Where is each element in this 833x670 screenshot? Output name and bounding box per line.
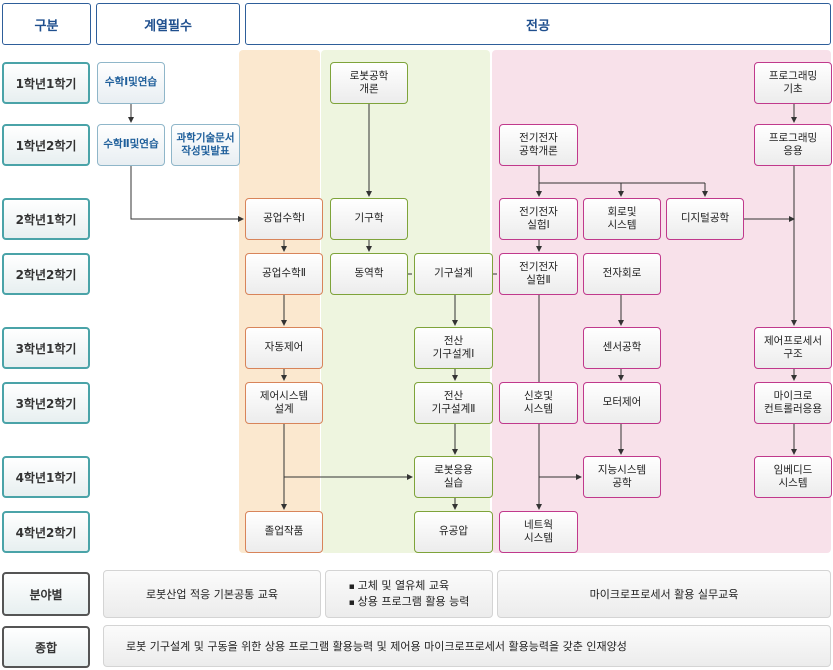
course-ee-lab1: 전기전자 실험Ⅰ bbox=[499, 198, 578, 240]
course-robot-lab: 로봇응용 실습 bbox=[414, 456, 493, 498]
field-left: 로봇산업 적응 기본공통 교육 bbox=[103, 570, 321, 618]
course-sensors: 센서공학 bbox=[583, 327, 661, 369]
course-robot-intro: 로봇공학 개론 bbox=[330, 62, 408, 104]
row-y1s2: 1학년2학기 bbox=[2, 124, 90, 166]
course-sci-writing: 과학기술문서 작성및발표 bbox=[171, 124, 240, 166]
course-capstone: 졸업작품 bbox=[245, 511, 323, 553]
header-major: 전공 bbox=[245, 3, 831, 45]
course-intelligent: 지능시스템 공학 bbox=[583, 456, 661, 498]
row-y2s1: 2학년1학기 bbox=[2, 198, 90, 240]
course-mechanism: 기구학 bbox=[330, 198, 408, 240]
header-category: 구분 bbox=[2, 3, 91, 45]
course-network: 네트웍 시스템 bbox=[499, 511, 578, 553]
course-hydraulics: 유공압 bbox=[414, 511, 493, 553]
course-electronic-circuits: 전자회로 bbox=[583, 253, 661, 295]
field-middle: 고체 및 열유체 교육 상용 프로그램 활용 능력 bbox=[325, 570, 493, 618]
course-ee-intro: 전기전자 공학개론 bbox=[499, 124, 578, 166]
course-signals: 신호및 시스템 bbox=[499, 382, 578, 424]
course-cad1: 전산 기구설계Ⅰ bbox=[414, 327, 493, 369]
course-prog-basic: 프로그래밍 기초 bbox=[754, 62, 832, 104]
overall-label: 종합 bbox=[2, 626, 90, 668]
course-eng-math2: 공업수학Ⅱ bbox=[245, 253, 323, 295]
course-motor-control: 모터제어 bbox=[583, 382, 661, 424]
course-digital: 디지털공학 bbox=[666, 198, 744, 240]
field-middle-item-2: 상용 프로그램 활용 능력 bbox=[349, 594, 470, 610]
overall-text: 로봇 기구설계 및 구동을 위한 상용 프로그램 활용능력 및 제어용 마이크로… bbox=[103, 625, 831, 667]
course-microprocessor: 제어프로세서 구조 bbox=[754, 327, 832, 369]
course-prog-app: 프로그래밍 응용 bbox=[754, 124, 832, 166]
course-control-system: 제어시스템 설계 bbox=[245, 382, 323, 424]
row-y3s2: 3학년2학기 bbox=[2, 382, 90, 424]
course-math2: 수학Ⅱ및연습 bbox=[97, 124, 165, 166]
row-y4s1: 4학년1학기 bbox=[2, 456, 90, 498]
course-dynamics: 동역학 bbox=[330, 253, 408, 295]
row-y2s2: 2학년2학기 bbox=[2, 253, 90, 295]
course-ee-lab2: 전기전자 실험Ⅱ bbox=[499, 253, 578, 295]
field-label: 분야별 bbox=[2, 572, 90, 616]
course-auto-control: 자동제어 bbox=[245, 327, 323, 369]
course-circuits: 회로및 시스템 bbox=[583, 198, 661, 240]
row-y1s1: 1학년1학기 bbox=[2, 62, 90, 104]
course-eng-math1: 공업수학Ⅰ bbox=[245, 198, 323, 240]
zone-orange bbox=[239, 50, 320, 553]
field-right: 마이크로프로세서 활용 실무교육 bbox=[497, 570, 831, 618]
header-required: 계열필수 bbox=[96, 3, 240, 45]
row-y4s2: 4학년2학기 bbox=[2, 511, 90, 553]
course-microcontroller: 마이크로 컨트롤러응용 bbox=[754, 382, 832, 424]
course-cad2: 전산 기구설계Ⅱ bbox=[414, 382, 493, 424]
course-machine-design: 기구설계 bbox=[414, 253, 493, 295]
field-middle-item-1: 고체 및 열유체 교육 bbox=[349, 578, 470, 594]
row-y3s1: 3학년1학기 bbox=[2, 327, 90, 369]
course-embedded: 임베디드 시스템 bbox=[754, 456, 832, 498]
course-math1: 수학Ⅰ및연습 bbox=[97, 62, 165, 104]
